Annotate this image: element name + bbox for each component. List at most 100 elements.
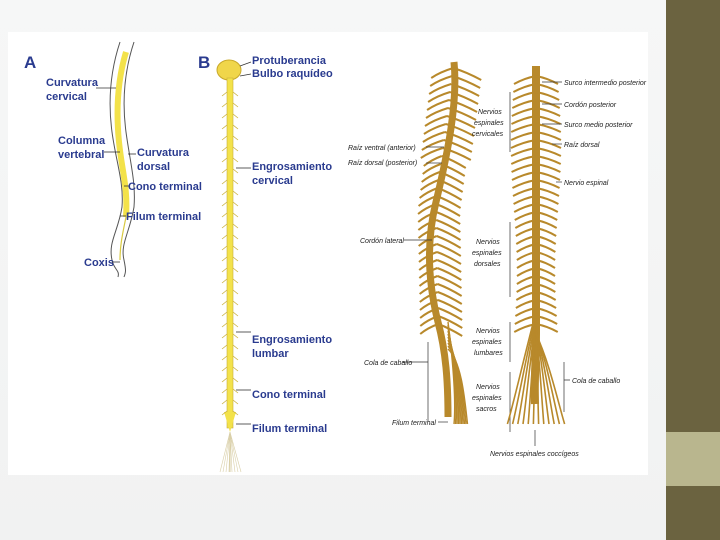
label-raiz-dorsal-d: Raíz dorsal (564, 142, 600, 149)
cauda-fiber (222, 431, 231, 473)
nerve-d (510, 155, 537, 165)
label-engr-lumbar-2: lumbar (252, 348, 289, 360)
label-curvatura-dorsal-2: dorsal (137, 161, 170, 173)
nerve-c (419, 299, 439, 311)
nerve-c (419, 291, 439, 303)
nerve-c (419, 307, 439, 319)
nerve-c (420, 179, 440, 191)
nerve-c (450, 83, 480, 97)
nerve-c (437, 315, 463, 329)
label-raiz-dorsal-c: Raíz dorsal (posterior) (348, 160, 417, 167)
nerve-d (515, 291, 537, 301)
cauda-d (535, 333, 566, 425)
label-coxis: Coxis (84, 257, 114, 269)
nerve-root (221, 91, 228, 97)
spinal-cord-c (425, 61, 459, 418)
nerve-c (417, 203, 437, 215)
spinal-cord-figure: A Curvatura cervical Columna vertebral C… (8, 32, 648, 475)
nerve-root (232, 201, 239, 207)
nerve-d (535, 179, 561, 189)
nerve-d (515, 299, 537, 309)
nerve-c (426, 99, 450, 111)
nerve-root (221, 190, 228, 196)
nerve-c (437, 275, 462, 289)
nerve-c (436, 267, 462, 281)
label-cordon-posterior: Cordón posterior (564, 102, 617, 109)
nerve-root (221, 278, 228, 284)
nerve-root (221, 410, 228, 416)
nerve-c (424, 115, 448, 127)
label-nervios-dorsales-2: espinales (472, 250, 502, 257)
label-engr-lumbar-1: Engrosamiento (252, 334, 332, 346)
nerve-c (418, 251, 438, 263)
nerve-d (516, 267, 537, 277)
cono-b (224, 412, 236, 432)
label-curvatura-dorsal-1: Curvatura (137, 147, 190, 159)
cauda-c (447, 342, 466, 425)
nerve-c (435, 211, 461, 225)
nerve-d (535, 227, 557, 237)
label-nervios-coccigeos: Nervios espinales coccígeos (490, 451, 579, 458)
label-nervios-sacros-1: Nervios (476, 384, 500, 391)
nerve-d (535, 147, 562, 157)
nerve-d (514, 211, 537, 221)
nerve-d (516, 275, 537, 285)
label-nervios-dorsales-3: dorsales (474, 261, 501, 268)
nerve-root (221, 135, 228, 141)
nerve-root (232, 410, 239, 416)
nerve-c (422, 163, 442, 175)
label-surco-medio: Surco medio posterior (564, 122, 633, 129)
nerve-c (419, 323, 439, 335)
nerve-root (232, 300, 239, 306)
panel-d: Surco intermedio posterior Cordón poster… (490, 66, 647, 458)
nerve-c (420, 147, 444, 159)
spine-outline-left (109, 41, 123, 278)
nerve-d (515, 235, 537, 245)
nerve-root (232, 102, 239, 108)
cauda-d (506, 311, 537, 425)
spinal-cord-b (226, 77, 234, 429)
nerve-d (535, 131, 562, 141)
nerve-c (436, 259, 462, 273)
panel-b: B Protuberancia Bulbo raquídeo Engrosami… (198, 53, 333, 473)
nerve-root (232, 124, 239, 130)
nerve-c (437, 299, 463, 313)
nerve-d (514, 219, 537, 229)
nerve-c (418, 283, 438, 295)
nerve-d (535, 267, 556, 277)
nerve-d (510, 123, 537, 133)
label-columna-1: Columna (58, 135, 106, 147)
nerve-c (422, 131, 446, 143)
nerve-root (221, 157, 228, 163)
label-nervios-cervicales-2: espinales (474, 120, 504, 127)
panel-a-letter: A (24, 53, 36, 72)
nerve-c (418, 267, 438, 279)
nerve-c (418, 187, 438, 199)
cauda-d (522, 317, 537, 425)
nerve-c (439, 171, 465, 185)
nerve-root (221, 168, 228, 174)
nerve-d (514, 307, 537, 317)
label-nervios-lumbares-3: lumbares (474, 350, 503, 357)
label-cola-caballo-d: Cola de caballo (572, 378, 620, 385)
cauda-c (447, 348, 469, 425)
nerve-c (452, 67, 482, 81)
nerve-c (417, 195, 437, 207)
nerve-c (435, 203, 461, 217)
nerve-root (232, 333, 239, 339)
nerve-root (232, 91, 239, 97)
label-nervios-lumbares-2: espinales (472, 339, 502, 346)
nerve-d (512, 91, 537, 101)
side-accent-square (666, 432, 720, 486)
nerve-root (221, 366, 228, 372)
label-bulbo: Bulbo raquídeo (252, 68, 333, 80)
nerves-c (417, 67, 482, 425)
nerve-d (535, 83, 560, 93)
leader-b2 (239, 73, 252, 77)
nerve-d (535, 315, 558, 325)
nerve-c (440, 163, 466, 177)
nerve-c (436, 243, 462, 257)
nerve-root (232, 289, 239, 295)
cauda-d (511, 313, 537, 425)
label-nervios-sacros-3: sacros (476, 406, 497, 413)
